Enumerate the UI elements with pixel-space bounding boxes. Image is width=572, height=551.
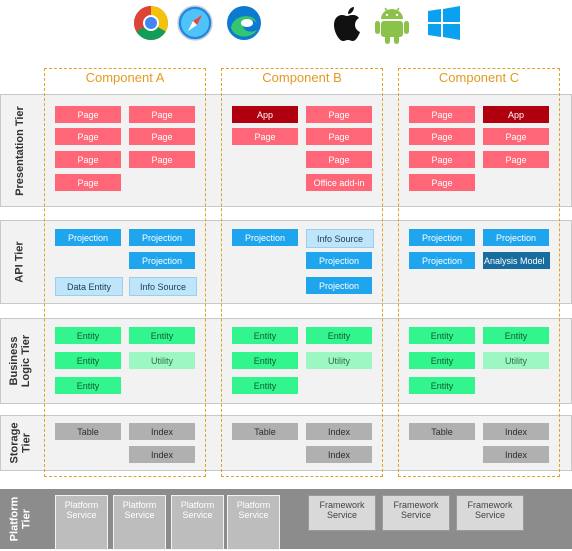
page-box: Page [129, 151, 195, 168]
entity-box: Entity [232, 352, 298, 369]
component-b-frame [221, 68, 383, 477]
page-box: Page [55, 106, 121, 123]
info-source-box: Info Source [129, 277, 197, 296]
page-box: Page [55, 128, 121, 145]
safari-icon [177, 5, 213, 41]
table-box: Table [55, 423, 121, 440]
analysis-model-box: Analysis Model [483, 252, 550, 269]
projection-box: Projection [55, 229, 121, 246]
index-box: Index [129, 423, 195, 440]
entity-box: Entity [55, 327, 121, 344]
edge-icon [227, 6, 261, 40]
projection-box: Projection [483, 229, 549, 246]
apple-icon [334, 7, 360, 41]
entity-box: Entity [232, 377, 298, 394]
page-box: Page [306, 128, 372, 145]
api-tier-label: API Tier [14, 241, 26, 283]
entity-box: Entity [483, 327, 549, 344]
office-addin-box: Office add-in [306, 174, 372, 191]
table-box: Table [232, 423, 298, 440]
app-box: App [483, 106, 549, 123]
component-c-title: Component C [438, 70, 520, 85]
component-a-title: Component A [85, 70, 165, 85]
entity-box: Entity [409, 377, 475, 394]
utility-box: Utility [129, 352, 195, 369]
page-box: Page [483, 128, 549, 145]
index-box: Index [306, 423, 372, 440]
entity-box: Entity [129, 327, 195, 344]
table-box: Table [409, 423, 475, 440]
projection-box: Projection [129, 252, 195, 269]
index-box: Index [483, 446, 549, 463]
utility-box: Utility [483, 352, 549, 369]
entity-box: Entity [306, 327, 372, 344]
entity-box: Entity [409, 327, 475, 344]
index-box: Index [483, 423, 549, 440]
page-box: Page [232, 128, 298, 145]
page-box: Page [55, 151, 121, 168]
page-box: Page [409, 174, 475, 191]
index-box: Index [306, 446, 372, 463]
page-box: Page [306, 151, 372, 168]
utility-box: Utility [306, 352, 372, 369]
projection-box: Projection [129, 229, 195, 246]
page-box: Page [129, 106, 195, 123]
presentation-tier-label: Presentation Tier [14, 105, 27, 196]
page-box: Page [129, 128, 195, 145]
component-a-frame [44, 68, 206, 477]
windows-icon [428, 6, 460, 40]
page-box: Page [409, 106, 475, 123]
entity-box: Entity [409, 352, 475, 369]
page-box: Page [409, 128, 475, 145]
projection-box: Projection [409, 229, 475, 246]
data-entity-box: Data Entity [55, 277, 123, 296]
chrome-icon [134, 6, 168, 40]
component-c-frame [398, 68, 560, 477]
info-source-box: Info Source [306, 229, 374, 248]
page-box: Page [306, 106, 372, 123]
index-box: Index [129, 446, 195, 463]
projection-box: Projection [306, 252, 372, 269]
page-box: Page [55, 174, 121, 191]
android-icon [375, 7, 409, 44]
page-box: Page [409, 151, 475, 168]
entity-box: Entity [55, 377, 121, 394]
entity-box: Entity [55, 352, 121, 369]
entity-box: Entity [232, 327, 298, 344]
app-box: App [232, 106, 298, 123]
component-b-title: Component B [262, 70, 342, 85]
page-box: Page [483, 151, 549, 168]
projection-box: Projection [409, 252, 475, 269]
projection-box: Projection [232, 229, 298, 246]
projection-box: Projection [306, 277, 372, 294]
